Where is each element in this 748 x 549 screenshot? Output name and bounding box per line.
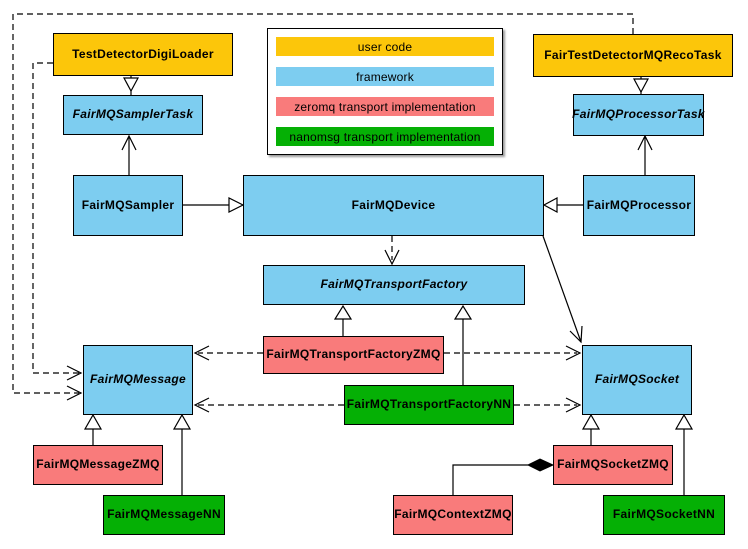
node-fairmqprocessortask: FairMQProcessorTask	[572, 94, 705, 136]
triangle-right-icon	[228, 197, 245, 213]
chevron-down-icon	[384, 249, 400, 266]
triangle-left-icon	[542, 196, 558, 214]
solid-edges	[92, 76, 685, 495]
node-fairmqsamplertask: FairMQSamplerTask	[63, 95, 203, 135]
legend: user code framework zeromq transport imp…	[267, 28, 503, 155]
legend-item-framework: framework	[276, 67, 494, 86]
legend-item-nanomsg: nanomsg transport implementation	[276, 127, 494, 146]
composition-diamond-icon	[526, 458, 555, 472]
node-fairmqmessage: FairMQMessage	[83, 345, 193, 415]
triangle-up-icon	[333, 304, 353, 320]
edge-device-socket	[542, 235, 582, 343]
inheritance-arrowheads	[83, 77, 694, 430]
node-fairtestdetectormqrecotask: FairTestDetectorMQRecoTask	[533, 34, 733, 77]
dependency-edges	[12, 13, 634, 406]
triangle-down-icon	[632, 78, 650, 94]
triangle-down-icon	[122, 77, 140, 93]
chevron-downright-icon	[569, 325, 583, 344]
node-fairmqsocketzmq: FairMQSocketZMQ	[553, 445, 673, 485]
edge-contextzmq-socketzmq	[452, 464, 528, 495]
chevron-right-icon	[66, 385, 83, 401]
node-fairmqprocessor: FairMQProcessor	[583, 175, 695, 236]
chevron-up-icon	[637, 134, 653, 151]
chevron-up-icon	[121, 134, 137, 151]
node-fairmqmessagezmq: FairMQMessageZMQ	[33, 445, 163, 485]
edge-digiloader-message	[32, 62, 79, 374]
chevron-right-icon	[565, 345, 582, 361]
node-fairmqsocket: FairMQSocket	[582, 345, 692, 415]
triangle-up-icon	[674, 413, 694, 430]
node-fairmqtransportfactory: FairMQTransportFactory	[263, 265, 525, 305]
node-fairmqtransportfactorynn: FairMQTransportFactoryNN	[344, 385, 514, 425]
node-testdetectordigiloader: TestDetectorDigiLoader	[53, 33, 233, 76]
node-fairmqmessagenn: FairMQMessageNN	[103, 495, 225, 535]
chevron-left-icon	[193, 345, 210, 361]
legend-item-zeromq: zeromq transport implementation	[276, 97, 494, 116]
legend-item-user-code: user code	[276, 37, 494, 56]
node-fairmqdevice: FairMQDevice	[243, 175, 544, 236]
node-fairmqsampler: FairMQSampler	[73, 175, 183, 236]
triangle-up-icon	[453, 304, 473, 320]
triangle-up-icon	[581, 413, 601, 430]
node-fairmqtransportfactoryzmq: FairMQTransportFactoryZMQ	[263, 336, 444, 374]
edge-recotask-message	[12, 13, 634, 394]
open-arrowheads	[66, 134, 653, 413]
triangle-up-icon	[83, 413, 103, 430]
chevron-right-icon	[565, 397, 582, 413]
node-fairmqcontextzmq: FairMQContextZMQ	[393, 495, 513, 535]
chevron-left-icon	[193, 397, 210, 413]
node-fairmqsocketnn: FairMQSocketNN	[603, 495, 725, 535]
triangle-up-icon	[172, 413, 192, 430]
chevron-right-icon	[66, 365, 83, 381]
